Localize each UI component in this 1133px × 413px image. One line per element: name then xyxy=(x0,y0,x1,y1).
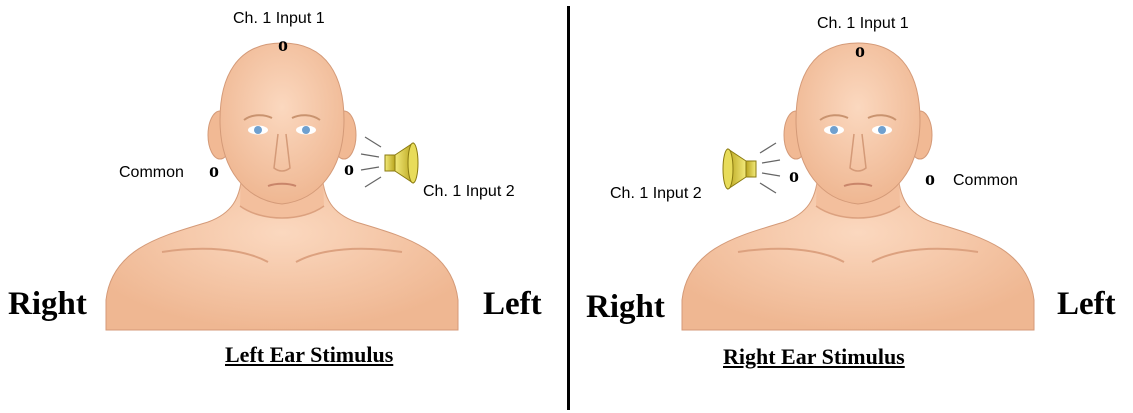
common-label: Common xyxy=(119,165,184,181)
stimulus-title: Right Ear Stimulus xyxy=(723,346,905,368)
input2-label: Ch. 1 Input 2 xyxy=(423,184,515,200)
electrode-marker-common: o xyxy=(925,169,935,189)
left-side-label: Left xyxy=(1057,288,1116,321)
person-illustration-left xyxy=(106,43,458,330)
electrode-marker-top: o xyxy=(278,35,288,55)
electrode-marker-input2: o xyxy=(344,159,354,179)
speaker-icon xyxy=(723,143,780,193)
stimulus-title: Left Ear Stimulus xyxy=(225,344,393,366)
electrode-marker-top: o xyxy=(855,41,865,61)
right-side-label: Right xyxy=(586,291,665,324)
panel-divider xyxy=(567,6,570,410)
electrode-marker-common: o xyxy=(209,161,219,181)
speaker-icon xyxy=(361,137,418,187)
top-electrode-label: Ch. 1 Input 1 xyxy=(233,11,325,27)
electrode-marker-input2: o xyxy=(789,166,799,186)
left-side-label: Left xyxy=(483,288,542,321)
input2-label: Ch. 1 Input 2 xyxy=(610,186,702,202)
right-side-label: Right xyxy=(8,288,87,321)
top-electrode-label: Ch. 1 Input 1 xyxy=(817,16,909,32)
common-label: Common xyxy=(953,173,1018,189)
